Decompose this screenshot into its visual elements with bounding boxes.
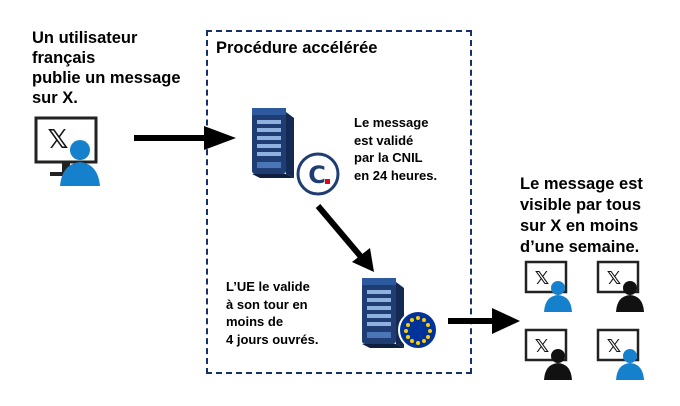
arrow-right-icon: [134, 126, 236, 150]
viewer-black-bottom-icon: 𝕏: [524, 328, 572, 380]
svg-text:𝕏: 𝕏: [535, 268, 550, 289]
x-logo-icon: 𝕏: [48, 125, 69, 155]
viewer-blue-top-icon: 𝕏: [524, 260, 572, 312]
svg-text:𝕏: 𝕏: [535, 336, 550, 357]
procedure-box: [206, 30, 472, 374]
viewer-blue-bottom-icon: 𝕏: [596, 328, 644, 380]
svg-text:𝕏: 𝕏: [607, 268, 622, 289]
person-icon: [60, 140, 100, 186]
svg-text:C: C: [308, 161, 326, 189]
cnil-server-icon: [252, 108, 294, 178]
svg-text:𝕏: 𝕏: [607, 336, 622, 357]
eu-flag-icon: [398, 310, 438, 350]
intro-text: Un utilisateur français publie un messag…: [32, 29, 181, 107]
arrow-right-icon: [448, 308, 520, 334]
eu-server-icon: [362, 278, 404, 348]
cnil-logo-icon: C: [296, 152, 340, 196]
procedure-title: Procédure accélérée: [216, 39, 378, 57]
eu-validation-text: L’UE le valide à son tour en moins de 4 …: [226, 279, 319, 347]
viewer-black-top-icon: 𝕏: [596, 260, 644, 312]
arrow-down-right-icon: [315, 204, 374, 272]
result-text: Le message est visible par tous sur X en…: [520, 175, 643, 256]
cnil-validation-text: Le message est validé par la CNIL en 24 …: [354, 115, 438, 183]
